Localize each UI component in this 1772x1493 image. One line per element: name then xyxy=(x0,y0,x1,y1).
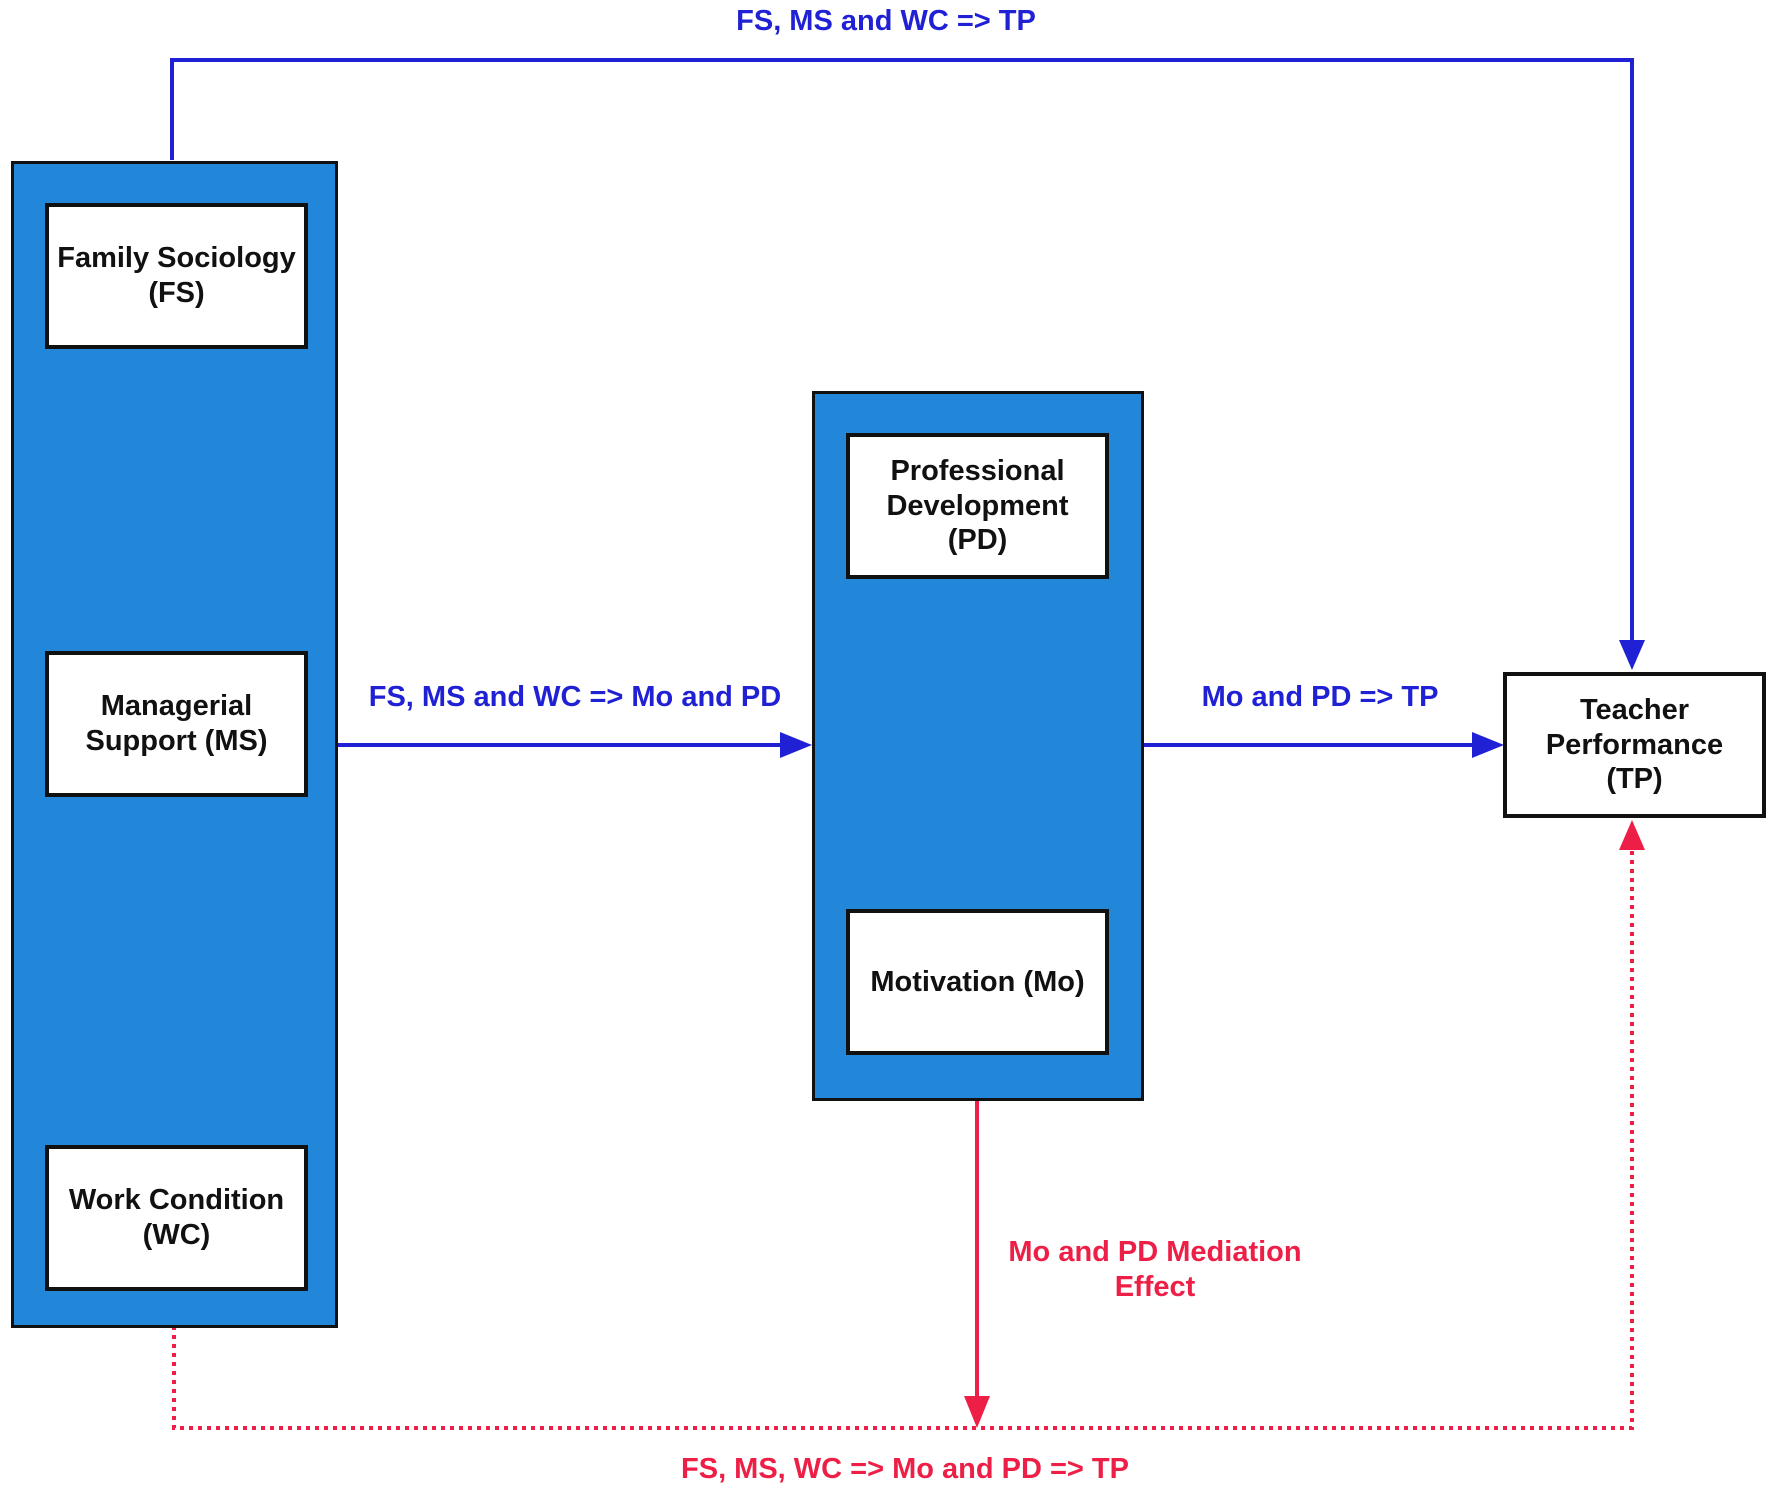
indirect-path-label: FS, MS, WC => Mo and PD => TP xyxy=(681,1453,1129,1485)
indirect-path-dotted xyxy=(172,850,1634,1430)
motivation-node: Motivation (Mo) xyxy=(846,909,1109,1055)
teacher-performance-node: Teacher Performance (TP) xyxy=(1503,672,1766,818)
work-condition-node: Work Condition (WC) xyxy=(45,1145,308,1291)
family-sociology-node: Family Sociology (FS) xyxy=(45,203,308,349)
indirect-path-arrowhead xyxy=(1619,820,1645,850)
mediators-to-tp-arrowhead xyxy=(1472,732,1504,758)
to-mediators-arrowhead xyxy=(780,732,812,758)
professional-development-node: Professional Development (PD) xyxy=(846,433,1109,579)
managerial-support-node: Managerial Support (MS) xyxy=(45,651,308,797)
to-mediators-label: FS, MS and WC => Mo and PD xyxy=(368,681,782,713)
mediation-effect-arrowhead xyxy=(964,1396,990,1428)
direct-path-top-label: FS, MS and WC => TP xyxy=(736,5,1036,37)
direct-path-top-arrowhead xyxy=(1619,640,1645,670)
direct-path-top-arrow xyxy=(170,58,1634,640)
mediators-to-tp-label: Mo and PD => TP xyxy=(1201,681,1439,713)
mediation-effect-label: Mo and PD Mediation Effect xyxy=(1008,1236,1302,1303)
